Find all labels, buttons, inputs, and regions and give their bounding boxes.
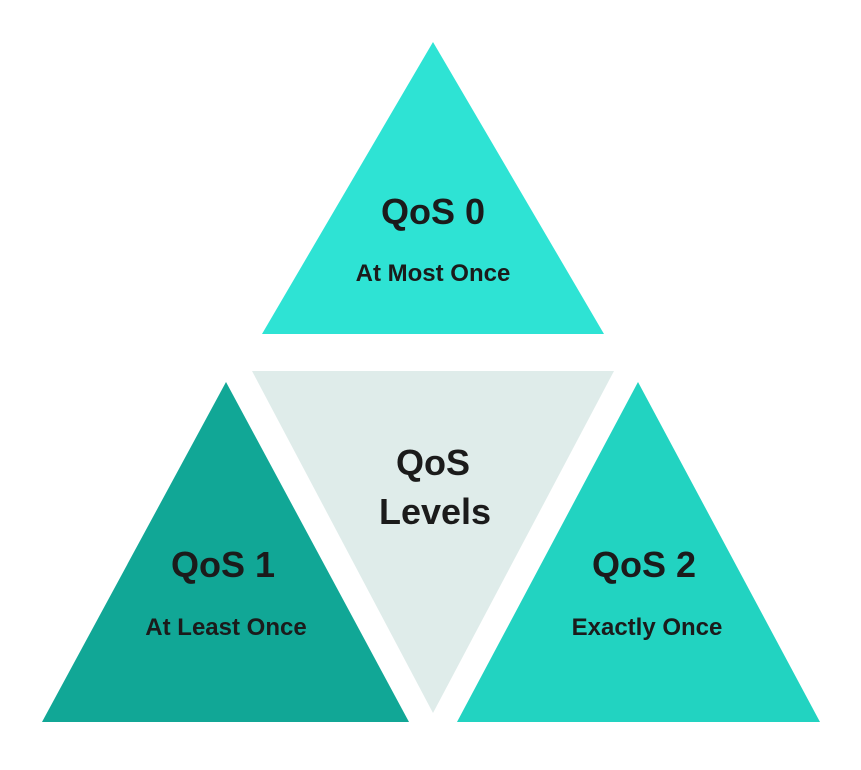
qos-1-title: QoS 1 [171,544,275,585]
qos-0-triangle-group: QoS 0 At Most Once [262,42,604,334]
center-label-line-1: QoS [396,442,470,483]
qos-2-title: QoS 2 [592,544,696,585]
qos-2-triangle [457,382,820,722]
qos-0-subtitle: At Most Once [356,260,511,287]
qos-2-subtitle: Exactly Once [572,614,723,641]
center-label-line-2: Levels [379,491,491,532]
qos-0-triangle [262,42,604,334]
center-triangle-group: QoS Levels [252,371,614,713]
qos-1-subtitle: At Least Once [145,614,306,641]
center-triangle [252,371,614,713]
qos-1-triangle [42,382,409,722]
qos-2-triangle-group: QoS 2 Exactly Once [457,382,820,722]
qos-1-triangle-group: QoS 1 At Least Once [42,382,409,722]
qos-0-title: QoS 0 [381,191,485,232]
